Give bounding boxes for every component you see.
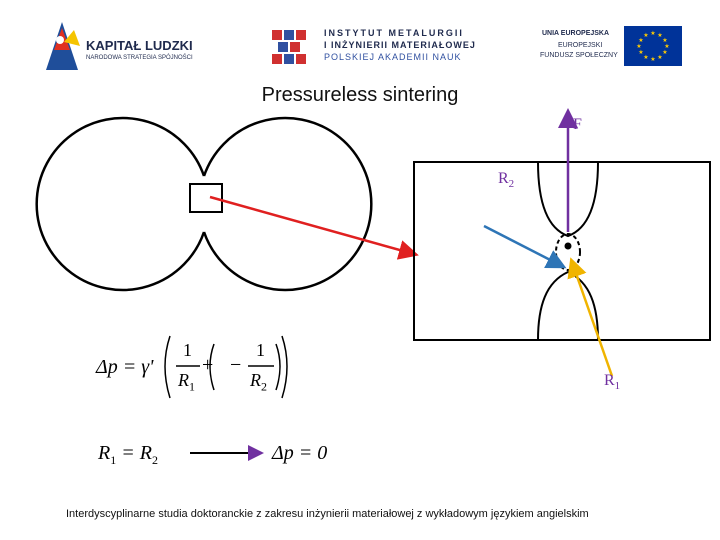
r1-letter: R [604,372,615,389]
imim-line-2: I INŻYNIERII MATERIAŁOWEJ [324,40,476,50]
eq1-frac2-num: 1 [256,340,265,360]
svg-text:★: ★ [657,32,662,39]
eq1-lhs: Δp = γ' [96,356,154,378]
eu-efs-logo: UNIA EUROPEJSKA EUROPEJSKI FUNDUSZ SPOŁE… [532,22,684,72]
eq1-frac2-sign: − [230,354,242,376]
svg-text:★: ★ [650,56,655,63]
eq1-plus: + [202,354,214,376]
r2-arrow [483,224,567,269]
svg-text:★: ★ [657,54,662,61]
neck-detail [413,161,711,341]
eq2-lhs: R1 = R2 [98,442,158,467]
eq1-frac1-den: R1 [178,370,195,394]
svg-text:★: ★ [638,49,643,56]
eq1-frac1-num: 1 [183,340,192,360]
imim-line-1: INSTYTUT METALURGII [324,28,464,38]
svg-text:★: ★ [643,54,648,61]
svg-text:★: ★ [643,32,648,39]
svg-text:★: ★ [638,37,643,44]
footer-text: Interdyscyplinarne studia doktoranckie z… [66,508,589,520]
svg-text:★: ★ [662,49,667,56]
svg-text:★: ★ [664,43,669,50]
kapital-ludzki-subtitle: NARODOWA STRATEGIA SPÓJNOŚCI [86,55,193,61]
eu-flag-icon: ★★★ ★★★ ★★★ ★★★ [624,26,682,66]
kapital-ludzki-title: KAPITAŁ LUDZKI [86,38,193,53]
equation-1-structure [164,335,288,399]
r2-label: R2 [498,170,514,190]
particle-right [202,116,373,292]
kapital-ludzki-logo: KAPITAŁ LUDZKI NARODOWA STRATEGIA SPÓJNO… [40,20,200,72]
imim-emblem-icon [272,30,306,64]
eq1-frac2-den: R2 [250,370,267,394]
svg-text:★: ★ [662,37,667,44]
slide-title: Pressureless sintering [261,84,459,106]
zoom-arrow [209,195,419,260]
imim-pan-logo: INSTYTUT METALURGII I INŻYNIERII MATERIA… [228,20,488,72]
eu-line-3: FUNDUSZ SPOŁECZNY [540,52,618,59]
r2-subscript: 2 [508,178,515,191]
neck-lower-surface [537,270,599,341]
neck-detail-box [413,161,711,341]
svg-text:★: ★ [636,43,641,50]
kapital-ludzki-emblem-icon [46,22,80,70]
r1-subscript: 1 [614,380,621,393]
svg-text:★: ★ [650,30,655,37]
particle-pair [35,116,373,292]
r1-label: R1 [604,372,620,392]
eu-line-1: UNIA EUROPEJSKA [542,30,610,37]
r1-arrow [567,257,614,377]
eq2-result: Δp = 0 [272,442,328,464]
r2-letter: R [498,170,509,187]
pore-center-dot [564,242,572,250]
neck-upper-surface [537,161,599,238]
force-label: F [573,116,582,133]
imim-line-3: POLSKIEJ AKADEMII NAUK [324,52,462,62]
particle-left [35,116,206,292]
eu-line-2: EUROPEJSKI [558,42,603,49]
neck-zoom-box [189,183,223,213]
